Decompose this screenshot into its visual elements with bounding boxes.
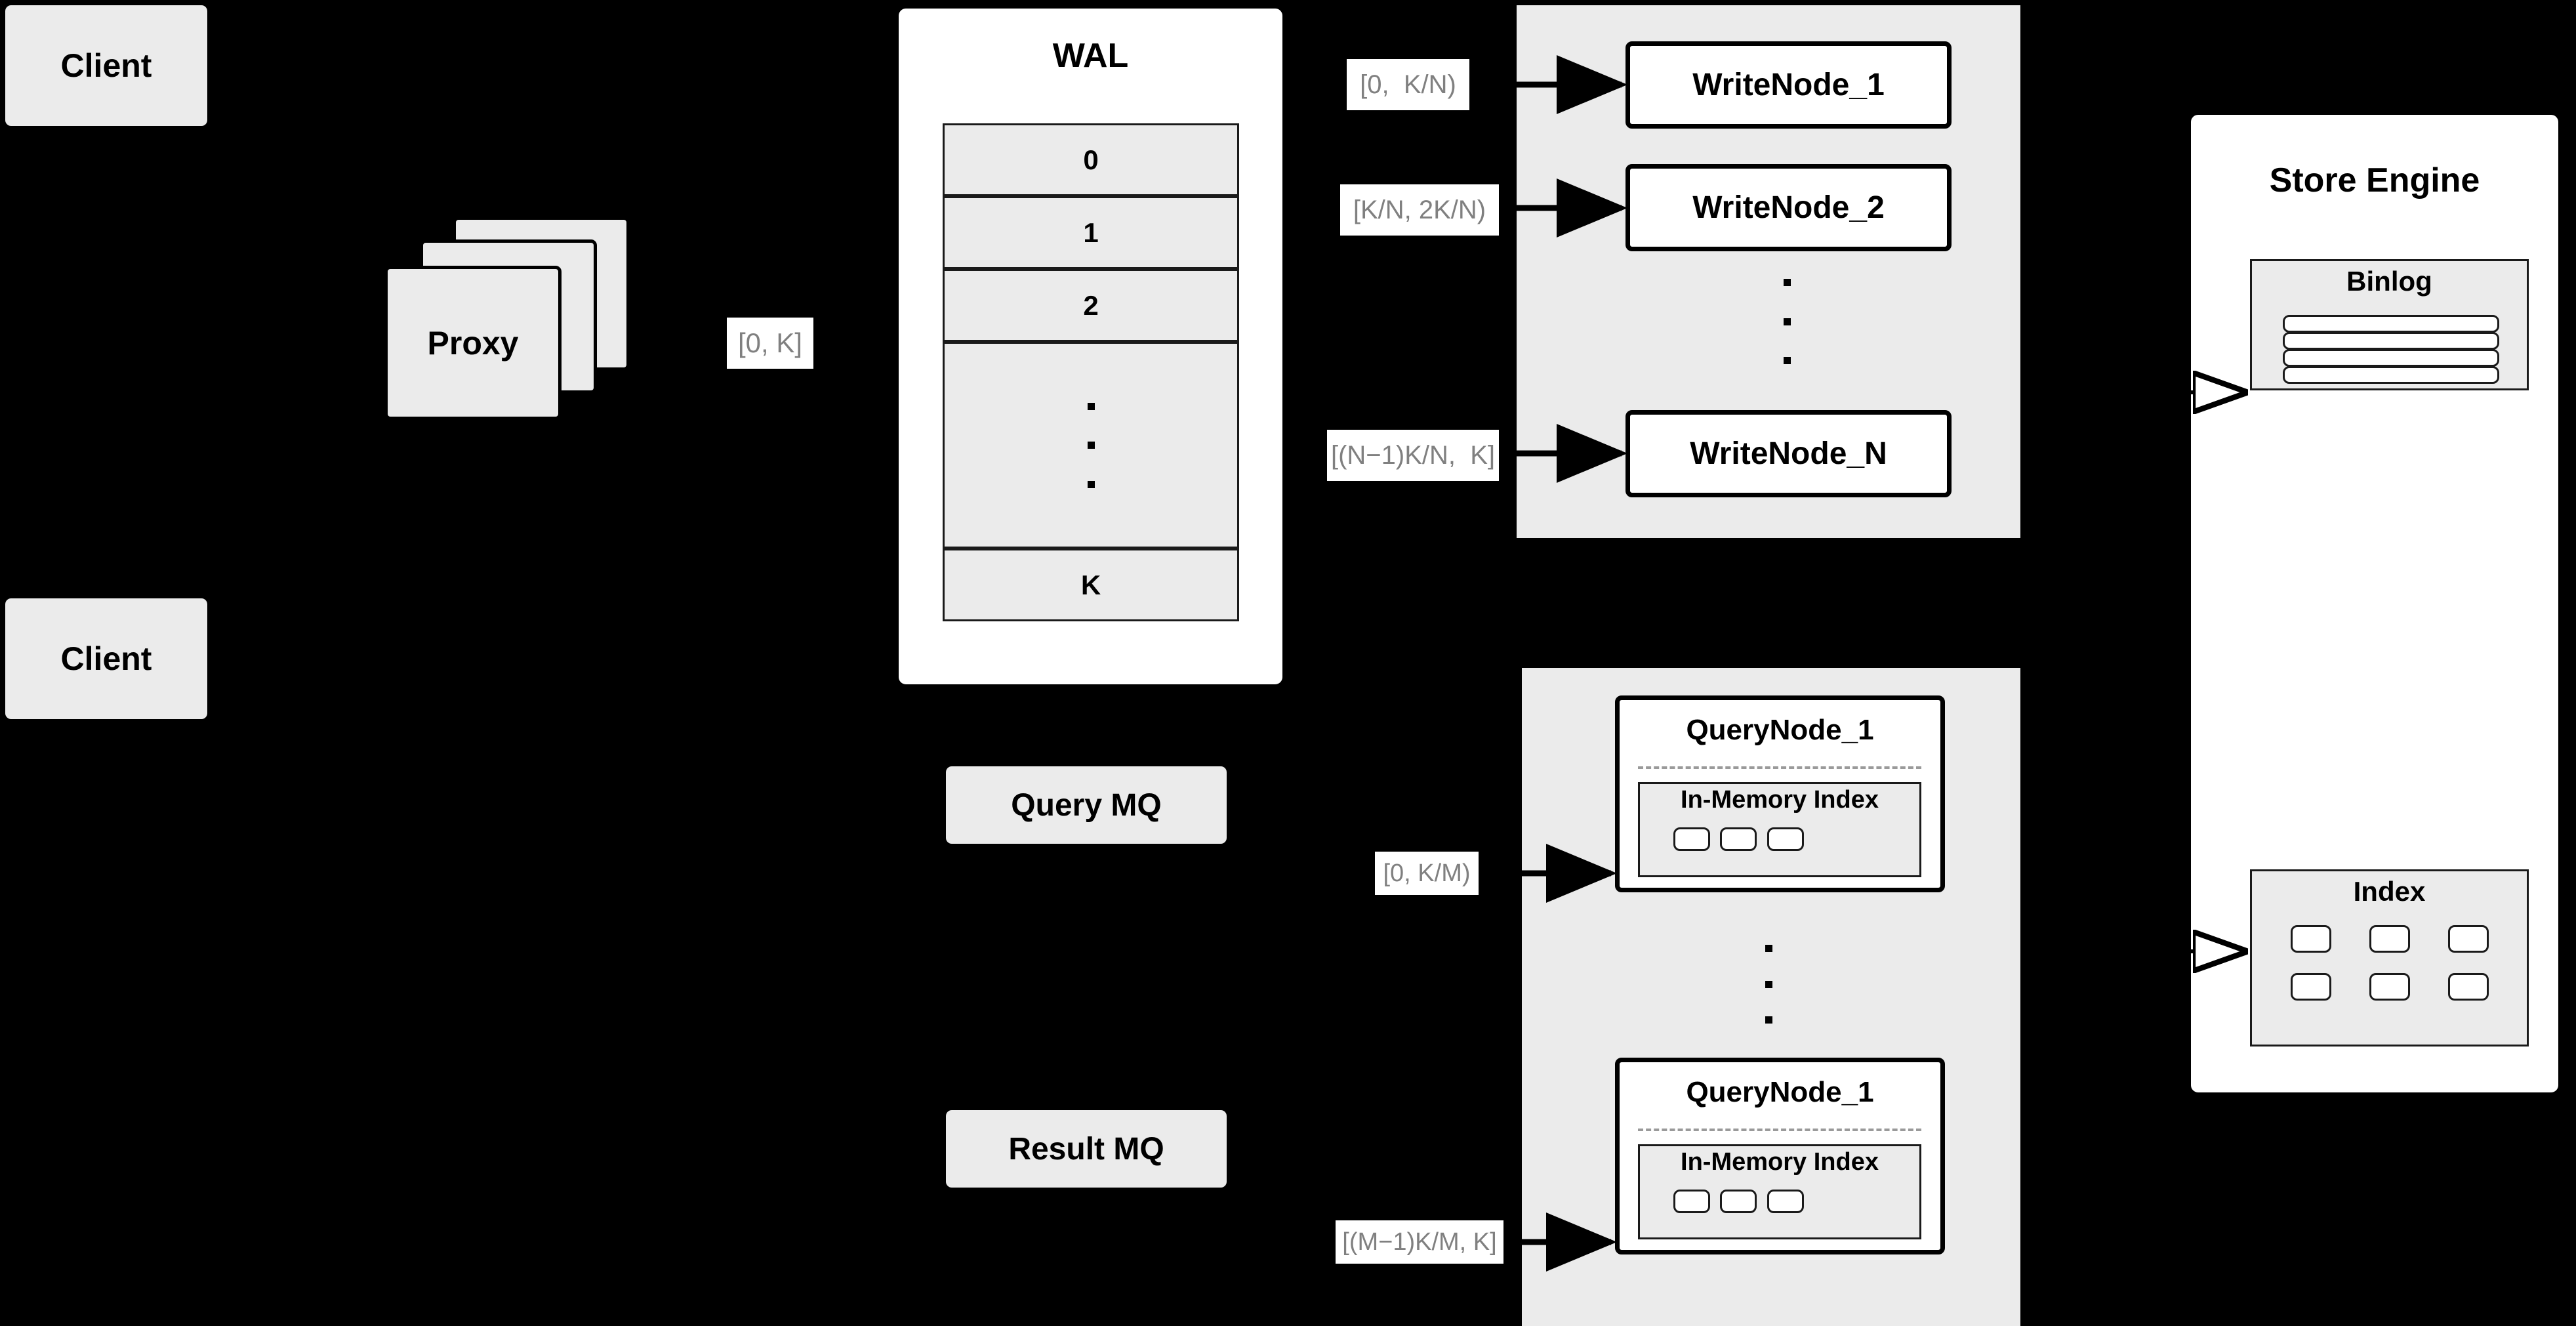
index-cell-3	[2448, 925, 2489, 953]
query-node-1-separator	[1638, 766, 1921, 769]
query-mq-label: Query MQ	[1011, 787, 1162, 823]
write-node-1-range-label: [0, K/N)	[1347, 59, 1469, 110]
index-cell-4	[2291, 973, 2331, 1001]
write-node-1[interactable]: WriteNode_1	[1625, 41, 1952, 129]
proxy-range-text: [0, K]	[737, 327, 803, 358]
client-label-1: Client	[60, 47, 152, 84]
index-cell-2	[2369, 925, 2410, 953]
query-node-2-index-title: In-Memory Index	[1681, 1148, 1879, 1176]
query-node-2-title: QueryNode_1	[1686, 1076, 1874, 1108]
client-box-2[interactable]: Client	[5, 598, 207, 719]
client-label-2: Client	[60, 640, 152, 677]
write-node-2-label: WriteNode_2	[1692, 190, 1885, 225]
write-node-n[interactable]: WriteNode_N	[1625, 410, 1952, 497]
binlog-title: Binlog	[2346, 266, 2432, 297]
index-cell-1	[2291, 925, 2331, 953]
binlog-row-2	[2283, 332, 2499, 350]
wal-row-2: 2	[943, 269, 1239, 342]
query-node-2-separator	[1638, 1129, 1921, 1131]
query-mq-box[interactable]: Query MQ	[946, 766, 1227, 844]
query-node-2-segment-3	[1767, 1190, 1804, 1213]
index-panel	[2250, 869, 2529, 1046]
wal-vertical-ellipsis-icon	[1087, 402, 1095, 488]
write-node-1-label: WriteNode_1	[1692, 68, 1885, 102]
query-node-1-segment-2	[1720, 827, 1757, 851]
binlog-row-3	[2283, 349, 2499, 367]
query-node-2-segment-2	[1720, 1190, 1757, 1213]
write-node-2[interactable]: WriteNode_2	[1625, 164, 1952, 251]
wal-row-ellipsis	[943, 342, 1239, 549]
index-cell-6	[2448, 973, 2489, 1001]
wal-title: WAL	[1052, 37, 1129, 75]
query-node-2-range-label: [(M−1)K/M, K]	[1336, 1220, 1503, 1264]
index-cell-5	[2369, 973, 2410, 1001]
write-node-n-label: WriteNode_N	[1690, 436, 1887, 471]
query-node-1-segment-1	[1673, 827, 1710, 851]
proxy-range-label: [0, K]	[727, 318, 813, 369]
binlog-row-4	[2283, 366, 2499, 384]
write-node-2-range-label: [K/N, 2K/N)	[1340, 184, 1499, 236]
client-box-1[interactable]: Client	[5, 5, 207, 126]
index-title: Index	[2353, 876, 2426, 907]
query-node-2-segment-1	[1673, 1190, 1710, 1213]
write-node-n-range-label: [(N−1)K/N, K]	[1327, 430, 1499, 481]
query-node-1-range-label: [0, K/M)	[1375, 852, 1479, 895]
query-node-1-index-title: In-Memory Index	[1681, 786, 1879, 814]
wal-row-0: 0	[943, 123, 1239, 196]
wal-row-k: K	[943, 549, 1239, 621]
query-node-1-segment-3	[1767, 827, 1804, 851]
store-engine-title: Store Engine	[2269, 161, 2480, 199]
proxy-label: Proxy	[427, 324, 519, 362]
query-node-1-title: QueryNode_1	[1686, 714, 1874, 746]
binlog-row-1	[2283, 315, 2499, 333]
query-cluster-vertical-ellipsis-icon	[1765, 945, 1772, 1024]
wal-row-1: 1	[943, 196, 1239, 269]
result-mq-box[interactable]: Result MQ	[946, 1110, 1227, 1188]
proxy-box[interactable]: Proxy	[384, 266, 562, 420]
result-mq-label: Result MQ	[1008, 1131, 1164, 1167]
write-cluster-vertical-ellipsis-icon	[1783, 279, 1791, 364]
